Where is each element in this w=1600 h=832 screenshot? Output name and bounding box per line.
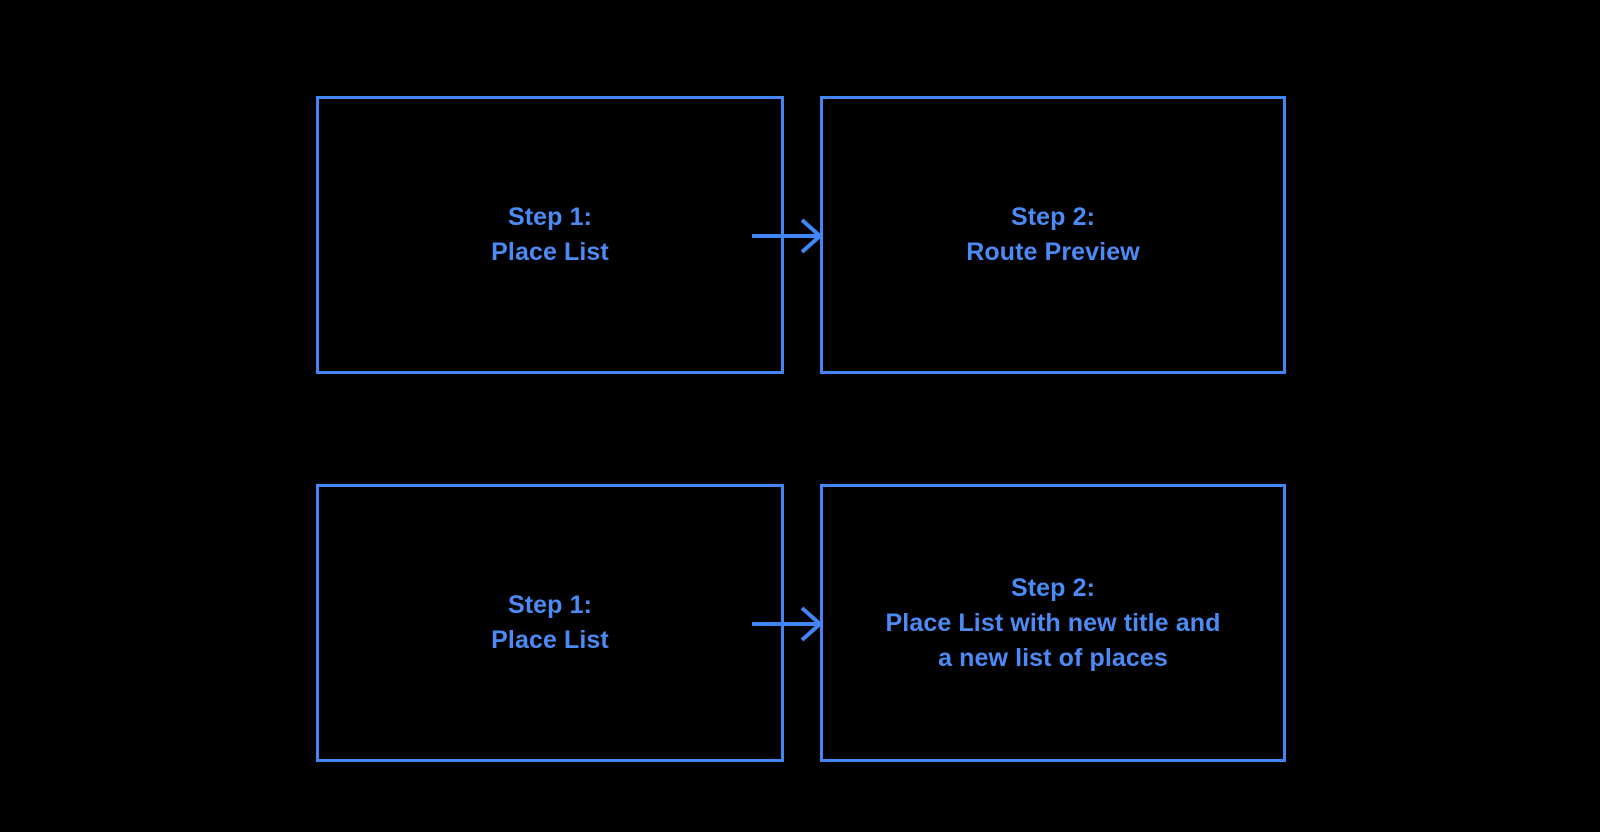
step-box-label: Step 1: Place List — [491, 203, 609, 266]
step-box-top-right[interactable]: Step 2: Route Preview — [820, 96, 1286, 374]
flow-row-route-preview: Step 1: Place List Step 2: Route Preview — [0, 88, 1600, 388]
step-box-label: Step 2: Place List with new title and a … — [885, 573, 1221, 672]
step-box-bottom-left[interactable]: Step 1: Place List — [316, 484, 784, 762]
flow-row-place-list-update: Step 1: Place List Step 2: Place List wi… — [0, 476, 1600, 776]
step-box-top-left[interactable]: Step 1: Place List — [316, 96, 784, 374]
step-box-label: Step 2: Route Preview — [966, 203, 1140, 266]
step-box-label: Step 1: Place List — [491, 591, 609, 654]
step-box-bottom-right[interactable]: Step 2: Place List with new title and a … — [820, 484, 1286, 762]
